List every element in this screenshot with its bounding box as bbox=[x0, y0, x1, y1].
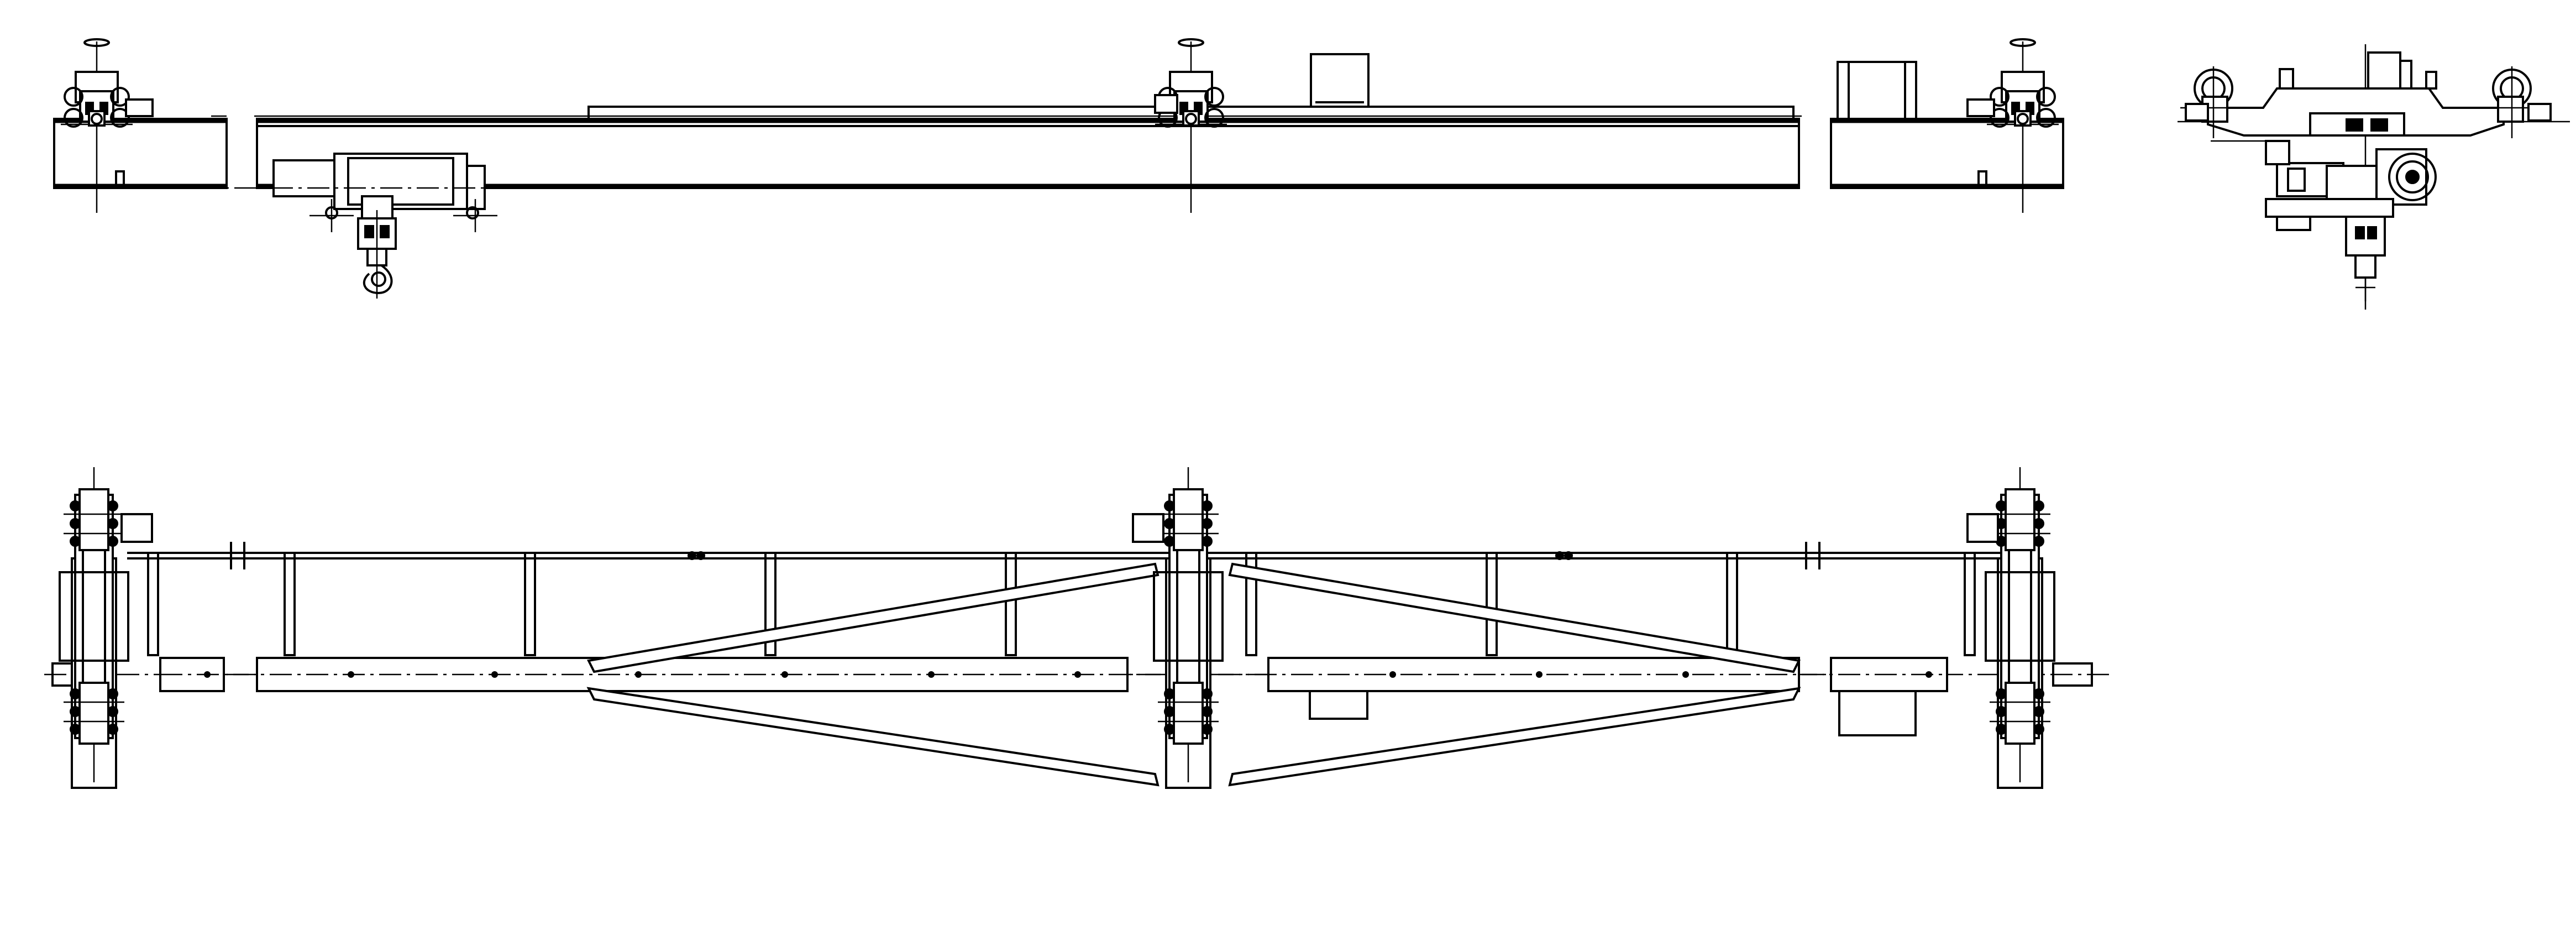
end-view bbox=[2178, 44, 2570, 310]
hoist-trolley bbox=[272, 153, 497, 299]
diagonal-bracing bbox=[586, 562, 1801, 787]
main-girder bbox=[254, 106, 1802, 189]
plan-girder bbox=[159, 657, 1948, 692]
left-plan-bogie bbox=[59, 466, 129, 783]
walkway-posts bbox=[147, 552, 1976, 656]
plan-box-right bbox=[1838, 690, 1917, 736]
side-elevation-view bbox=[53, 38, 2064, 299]
plan-view bbox=[44, 466, 2111, 789]
center-box bbox=[1310, 53, 1370, 108]
plan-box-center bbox=[1309, 690, 1368, 720]
left-girder-stub bbox=[53, 115, 228, 189]
